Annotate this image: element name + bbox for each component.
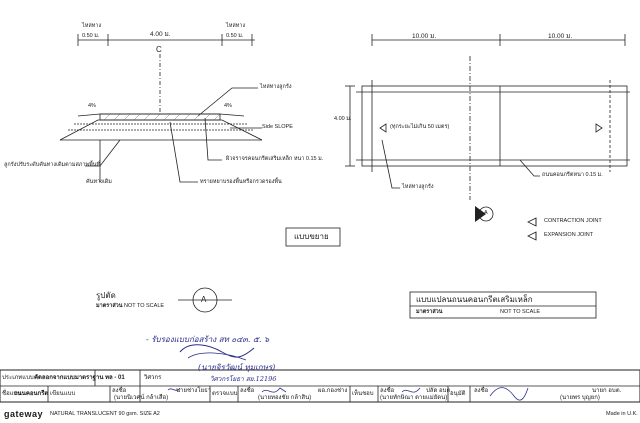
tb-checker-sign: ลงชื่อ (240, 388, 255, 394)
tb-row1-label: ประเภทแบบ (2, 375, 34, 381)
footer-brand: gateway (4, 409, 44, 419)
section-scale-value: NOT TO SCALE (124, 303, 165, 309)
shoulder-left-label: ไหล่ทาง (82, 23, 102, 29)
tb-approver-role: ปลัด อบต. (426, 388, 453, 394)
tb-row1-engineer: วิศวกร (144, 375, 162, 381)
tb-approved-person: (นายพร บุญยก) (560, 395, 600, 401)
tb-drafter-sign: ลงชื่อ (112, 388, 127, 394)
note-sand-base: ทรายหยาบรองพื้นหรือกรวดรองพื้น (200, 179, 282, 185)
tb-approver-person: (นายทักษิณา ดายแม่ยัดน) (380, 395, 448, 401)
footer-paper: NATURAL TRANSLUCENT 90 gsm. SIZE A2 (50, 411, 160, 417)
legend-contraction: CONTRACTION JOINT (544, 218, 602, 224)
note-joint-spacing: (ทุกระยะไม่เกิน 50 เมตร) (390, 124, 450, 130)
footer-made-in: Made in U.K. (606, 411, 638, 417)
tb-project-value: ถนนคอนกรีต (14, 391, 49, 397)
note-shoulder-aggregate: ไหล่ทางลูกรัง (260, 84, 292, 90)
note-concrete: ผิวจราจรคอนกรีตเสริมเหล็ก หนา 0.15 ม. (226, 156, 324, 162)
centerline-label: C (156, 45, 162, 54)
note-side-slope: Side SLOPE (262, 124, 293, 130)
lane-width: 4.00 ม. (150, 31, 171, 38)
note-existing-subgrade: คันทางเดิม (86, 179, 112, 185)
slope-right: 4% (224, 103, 232, 109)
tb-approved-role: นายก อบต. (592, 388, 622, 394)
tb-approver-sign: ลงชื่อ (380, 388, 395, 394)
tb-row1-value: คัดลอกจากแบบมาตราฐาน ทล - 01 (34, 375, 125, 381)
plan-scale-value: NOT TO SCALE (500, 309, 541, 315)
section-title-label: รูปตัด (96, 291, 116, 300)
section-title-mark: A (201, 295, 207, 304)
note-plan-shoulder: ไหล่ทางลูกรัง (402, 184, 434, 190)
certification-handwritten: - รับรองแบบก่อสร้าง สท ๐๔๓. ๕. ๖ (146, 335, 270, 344)
contraction-joint-marker (379, 123, 387, 133)
note-embankment: ลูกรังปรับระดับคันทางเดิมตามสภาพพื้นที่ (4, 162, 101, 168)
shoulder-right-label: ไหล่ทาง (226, 23, 246, 29)
tb-project-label: ชื่อแบบ (2, 391, 22, 397)
plan-dim-width: 4.00 ม. (334, 116, 352, 122)
tb-checker-person: (นายทองชัย กล้าสิน) (258, 395, 312, 401)
plan-slab (361, 85, 628, 167)
stamp-expand: แบบขยาย (294, 232, 329, 241)
plan-dim-right: 10.00 ม. (548, 33, 573, 40)
plan-scale-label: มาตราส่วน (416, 309, 443, 315)
tb-checker-label: ตรวจแบบ (212, 391, 238, 397)
plan-title-label: แบบแปลนถนนคอนกรีตเสริมเหล็ก (416, 295, 533, 304)
tb-approved-sign: ลงชื่อ (474, 388, 489, 394)
tb-drafter-person: (นายนิเวศน์ กล้าเสือ) (114, 395, 169, 401)
shoulder-right-width: 0.50 ม. (226, 33, 244, 39)
plan-dim-left: 10.00 ม. (412, 33, 437, 40)
tb-drafter-role: นายช่างโยธา (176, 388, 212, 394)
section-scale-label: มาตราส่วน (96, 303, 123, 309)
section-mark-plan-letter: A (484, 210, 488, 216)
legend-expansion: EXPANSION JOINT (544, 232, 594, 238)
concrete-slab (99, 113, 221, 121)
note-plan-slab: ถนนคอนกรีตหนา 0.15 ม. (542, 172, 603, 178)
engineer-title: วิศวกรโยธา สย.12196 (210, 375, 277, 383)
slope-left: 4% (88, 103, 96, 109)
tb-approved-label: อนุมัติ (450, 391, 466, 397)
tb-drafter-label: เขียนแบบ (50, 391, 76, 397)
expansion-joint-marker (595, 123, 603, 133)
shoulder-left-width: 0.50 ม. (82, 33, 100, 39)
tb-approver-label: เห็นชอบ (352, 391, 374, 397)
engineer-name: (นายจิรวัฒน์ ทุมเกษร) (198, 363, 276, 372)
tb-checker-role: ผอ.กองช่าง (318, 388, 348, 394)
stamp-box (285, 227, 341, 247)
